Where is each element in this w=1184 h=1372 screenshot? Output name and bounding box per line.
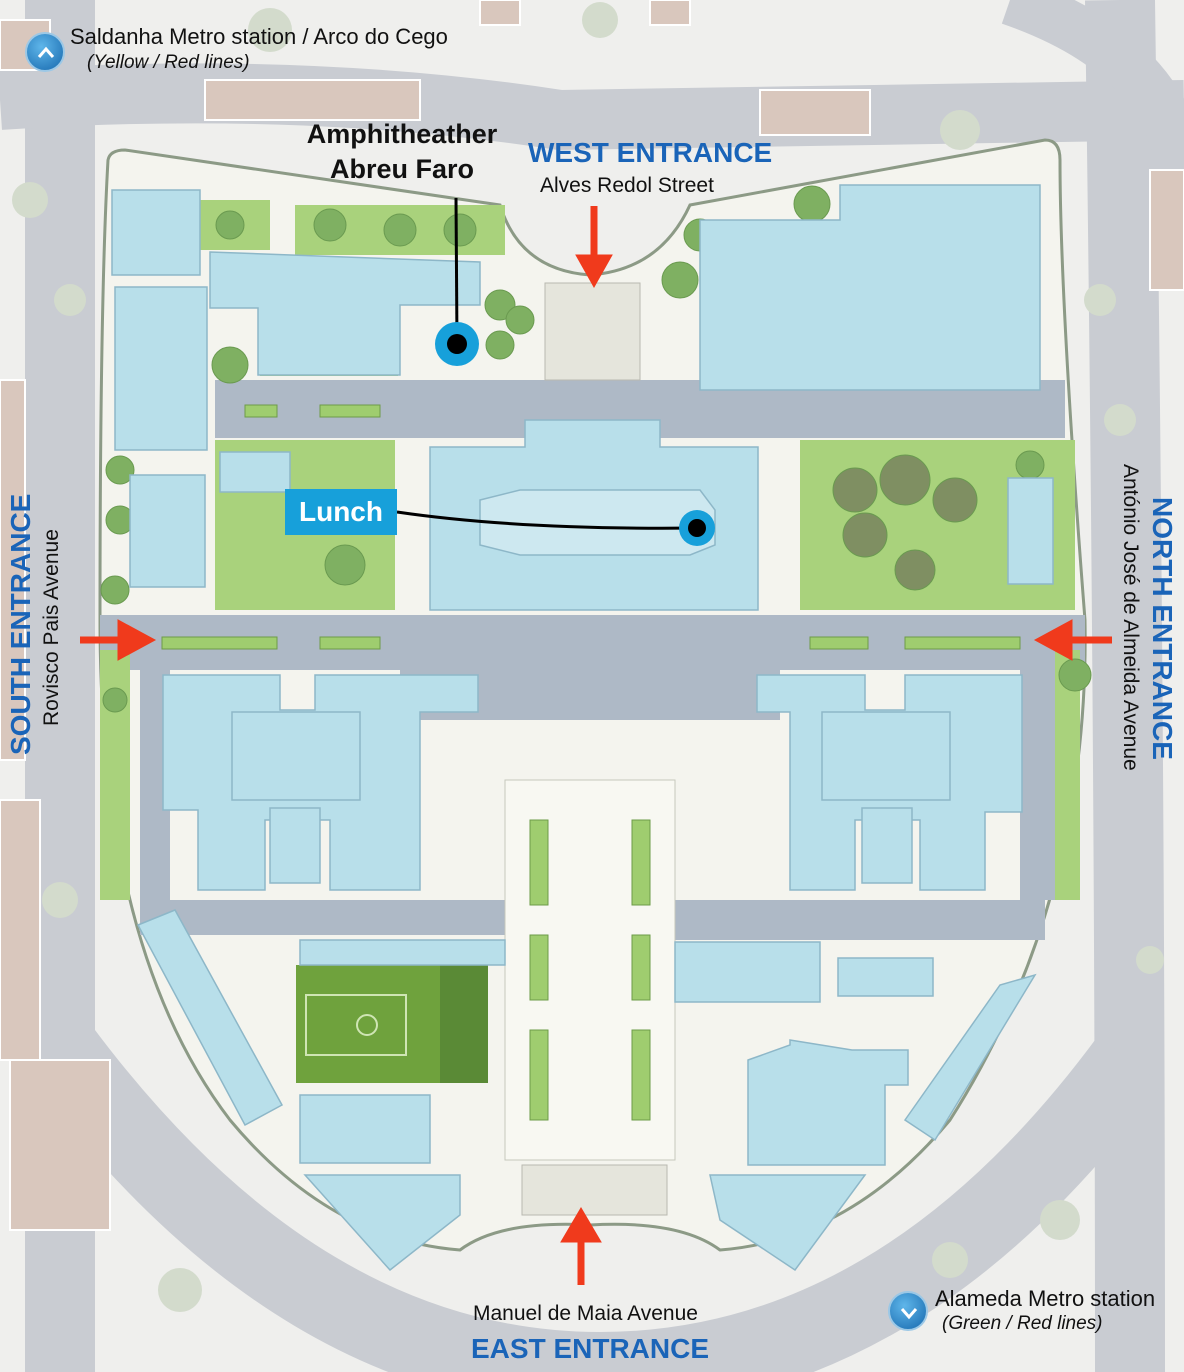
amphitheater-line2: Abreu Faro	[329, 154, 475, 184]
amphitheater-label: Amphitheather Abreu Faro	[292, 117, 512, 187]
trees	[100, 185, 1092, 713]
north-entrance-street: António José de Almeida Avenue	[1119, 464, 1142, 771]
east-entrance-arrow	[560, 1207, 602, 1285]
metro-south-lines: (Green / Red lines)	[942, 1313, 1103, 1334]
west-entrance-arrow	[575, 206, 613, 289]
west-entrance-title: WEST ENTRANCE	[528, 137, 773, 168]
east-entrance-title: EAST ENTRANCE	[471, 1333, 710, 1364]
south-entrance-title: SOUTH ENTRANCE	[5, 493, 36, 755]
metro-north-lines: (Yellow / Red lines)	[87, 52, 250, 73]
metro-south-name: Alameda Metro station	[935, 1286, 1156, 1311]
buildings	[111, 184, 1054, 1272]
amphitheater-line1: Amphitheather	[306, 119, 498, 149]
amphitheater-marker[interactable]	[435, 197, 479, 366]
street-trees	[12, 2, 1164, 1312]
sports-field	[296, 965, 488, 1083]
west-entrance-street: Alves Redol Street	[540, 174, 714, 197]
north-entrance-title: NORTH ENTRANCE	[1147, 497, 1178, 760]
north-entrance-arrow	[1033, 619, 1112, 661]
metro-north-name: Saldanha Metro station / Arco do Cego	[70, 24, 448, 49]
east-entrance-street: Manuel de Maia Avenue	[473, 1302, 698, 1325]
hedges	[161, 404, 1021, 1121]
steps	[521, 282, 668, 1216]
lunch-marker[interactable]	[396, 510, 715, 546]
lunch-label[interactable]: Lunch	[285, 489, 397, 535]
chevron-down-icon	[900, 1308, 918, 1320]
metro-north-button[interactable]	[25, 32, 65, 72]
chevron-up-icon	[37, 46, 55, 58]
surrounding-buildings	[0, 0, 1184, 1231]
metro-south-button[interactable]	[888, 1291, 928, 1331]
south-entrance-arrow	[80, 619, 157, 661]
entrance-arrows	[80, 206, 1112, 1285]
south-entrance-street: Rovisco Pais Avenue	[40, 529, 63, 726]
